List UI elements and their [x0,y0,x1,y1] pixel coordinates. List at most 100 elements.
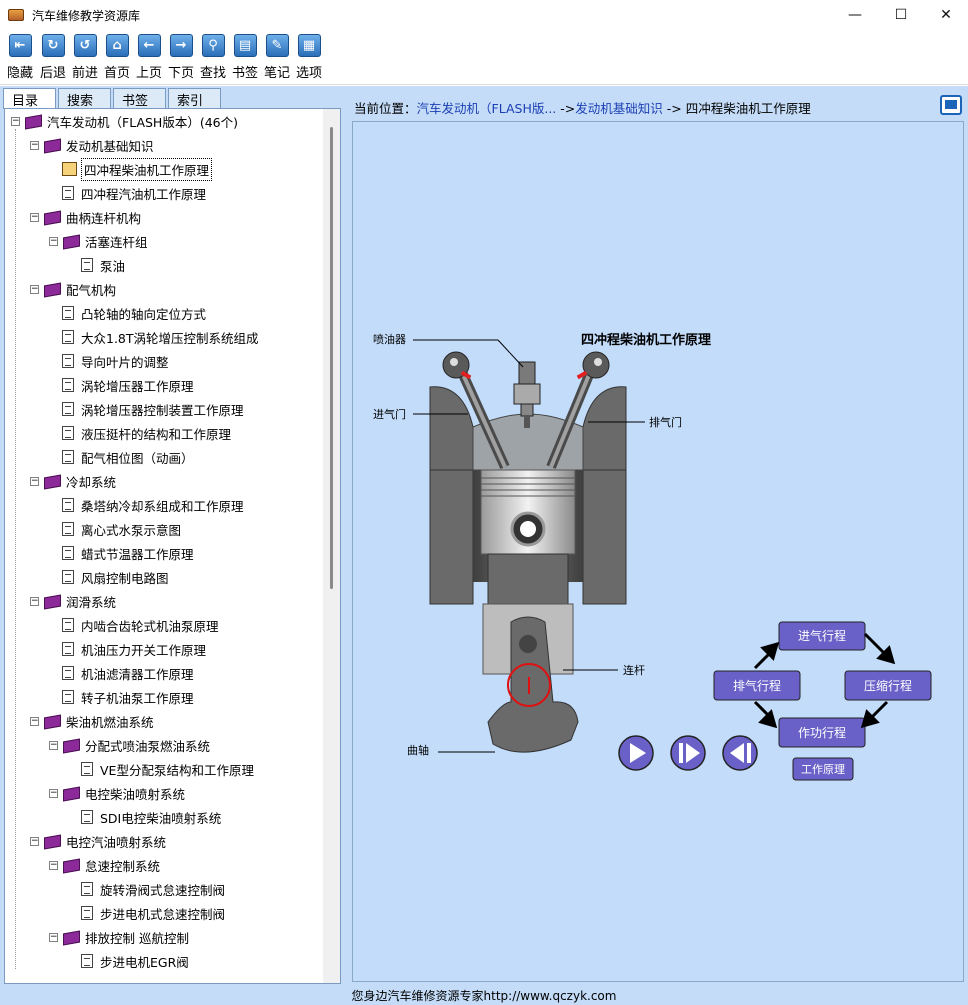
step-back-button[interactable] [722,735,758,771]
fullscreen-icon[interactable] [940,95,962,115]
collapse-toggle-icon[interactable]: − [30,715,39,726]
tree-scrollbar[interactable] [323,109,340,983]
tree-item[interactable]: −分配式喷油泵燃油系统 [49,735,212,755]
tree-item[interactable]: 蜡式节温器工作原理 [49,543,196,563]
tab-index[interactable]: 索引 [168,88,221,109]
book-icon [62,235,79,247]
collapse-toggle-icon[interactable]: − [30,211,39,222]
tree-item[interactable]: 内啮合齿轮式机油泵原理 [49,615,221,635]
toolbar-button-hide[interactable]: ⇤隐藏 [4,34,36,81]
title-bar: 汽车维修教学资源库 — ☐ ✕ [0,0,968,30]
tree-item[interactable]: 凸轮轴的轴向定位方式 [49,303,208,323]
toolbar-button-note[interactable]: ✎笔记 [261,34,293,81]
tree-item[interactable]: −电控汽油喷射系统 [30,831,168,851]
toolbar-button-options[interactable]: ▦选项 [293,34,325,81]
tree-item[interactable]: −发动机基础知识 [30,135,156,155]
breadcrumb-link-section[interactable]: 发动机基础知识 [575,101,663,116]
tree-item-label: 涡轮增压器控制装置工作原理 [81,402,244,418]
document-icon [62,402,74,416]
tree-item[interactable]: −电控柴油喷射系统 [49,783,187,803]
flash-content: 四冲程柴油机工作原理 [352,121,964,982]
tree-item[interactable]: 导向叶片的调整 [49,351,171,371]
book-icon [43,139,60,151]
principle-button[interactable] [792,757,854,781]
tree-item[interactable]: 泵油 [68,255,127,275]
tree-item[interactable]: −冷却系统 [30,471,118,491]
stroke-compression-button[interactable] [844,670,932,701]
tree-item[interactable]: − 排放控制 巡航控制 [49,927,191,947]
tree-item[interactable]: 机油压力开关工作原理 [49,639,208,659]
tree-item[interactable]: 液压挺杆的结构和工作原理 [49,423,233,443]
tree-item[interactable]: −配气机构 [30,279,118,299]
tree-item[interactable]: 转子机油泵工作原理 [49,687,196,707]
tree-item[interactable]: SDI电控柴油喷射系统 [68,807,223,827]
collapse-toggle-icon[interactable]: − [49,235,58,246]
collapse-toggle-icon[interactable]: − [49,931,58,942]
tree-item[interactable]: −活塞连杆组 [49,231,150,251]
document-icon [62,450,74,464]
principle-label: 工作原理 [801,763,845,776]
collapse-toggle-icon[interactable]: − [30,835,39,846]
tree-item[interactable]: 风扇控制电路图 [49,567,171,587]
book-icon [62,739,79,751]
toolbar-label: 隐藏 [6,66,33,81]
tree-item-label: 排放控制 巡航控制 [85,930,189,946]
toolbar-button-home[interactable]: ⌂首页 [101,34,133,81]
tree-item[interactable]: 四冲程柴油机工作原理 [49,157,213,181]
tree-item[interactable]: 配气相位图（动画） [49,447,196,467]
tree-item[interactable]: 四冲程汽油机工作原理 [49,183,208,203]
book-icon [24,115,41,127]
toolbar-button-search[interactable]: ⚲查找 [197,34,229,81]
tree-item[interactable]: 步进电机式怠速控制阀 [68,903,227,923]
toolbar-button-next-page[interactable]: →下页 [165,34,197,81]
tab-bookmarks[interactable]: 书签 [113,88,166,109]
step-forward-button[interactable] [670,735,706,771]
collapse-toggle-icon[interactable]: − [30,475,39,486]
collapse-toggle-icon[interactable]: − [49,739,58,750]
play-button[interactable] [618,735,654,771]
tree-item[interactable]: 旋转滑阀式怠速控制阀 [68,879,227,899]
collapse-toggle-icon[interactable]: − [30,139,39,150]
tree-item[interactable]: 涡轮增压器控制装置工作原理 [49,399,246,419]
contents-tree: −汽车发动机（FLASH版本）(46个) −发动机基础知识四冲程柴油机工作原理四冲… [4,108,341,984]
collapse-toggle-icon[interactable]: − [30,595,39,606]
toolbar-button-forward[interactable]: ↺前进 [69,34,101,81]
minimize-button[interactable]: — [848,7,862,23]
collapse-toggle-icon[interactable]: − [49,787,58,798]
tree-item[interactable]: VE型分配泵结构和工作原理 [68,759,256,779]
label-intake-valve: 进气门 [373,407,406,421]
tree-item[interactable]: 步进电机EGR阀 [68,951,191,971]
tree-item-label: 曲柄连杆机构 [66,210,142,226]
tree-item[interactable]: −柴油机燃油系统 [30,711,156,731]
toolbar-button-prev-page[interactable]: ←上页 [133,34,165,81]
book-icon [43,211,60,223]
status-bar: 您身边汽车维修资源专家http://www.qczyk.com [0,987,968,1005]
collapse-toggle-icon[interactable]: − [30,283,39,294]
tree-item[interactable]: 大众1.8T涡轮增压控制系统组成 [49,327,261,347]
tree-item[interactable]: −汽车发动机（FLASH版本）(46个) [11,111,240,131]
tree-item[interactable]: − 怠速控制系统 [49,855,162,875]
tree-item[interactable]: −润滑系统 [30,591,118,611]
tree-item-label: 大众1.8T涡轮增压控制系统组成 [81,330,259,346]
tab-search[interactable]: 搜索 [58,88,111,109]
tree-item[interactable]: 机油滤清器工作原理 [49,663,196,683]
tab-contents[interactable]: 目录 [3,88,56,109]
collapse-toggle-icon[interactable]: − [11,115,20,126]
stroke-exhaust-button[interactable] [713,670,801,701]
collapse-toggle-icon[interactable]: − [49,859,58,870]
tree-scroll-thumb[interactable] [330,127,333,589]
toolbar-button-bookmark[interactable]: ▤书签 [229,34,261,81]
toolbar-label: 查找 [199,66,226,81]
tree-item[interactable]: − 曲柄连杆机构 [30,207,143,227]
document-icon [62,498,74,512]
breadcrumb-link-root[interactable]: 汽车发动机（FLASH版... [416,101,557,116]
stroke-power-button[interactable] [778,717,866,748]
tree-item[interactable]: 桑塔纳冷却系组成和工作原理 [49,495,246,515]
next-page-icon: → [169,34,193,57]
tree-item-label: 怠速控制系统 [85,858,161,874]
tree-item[interactable]: 离心式水泵示意图 [49,519,183,539]
tree-item[interactable]: 涡轮增压器工作原理 [49,375,196,395]
maximize-button[interactable]: ☐ [894,7,908,23]
close-button[interactable]: ✕ [940,7,952,23]
toolbar-button-back[interactable]: ↻后退 [37,34,69,81]
